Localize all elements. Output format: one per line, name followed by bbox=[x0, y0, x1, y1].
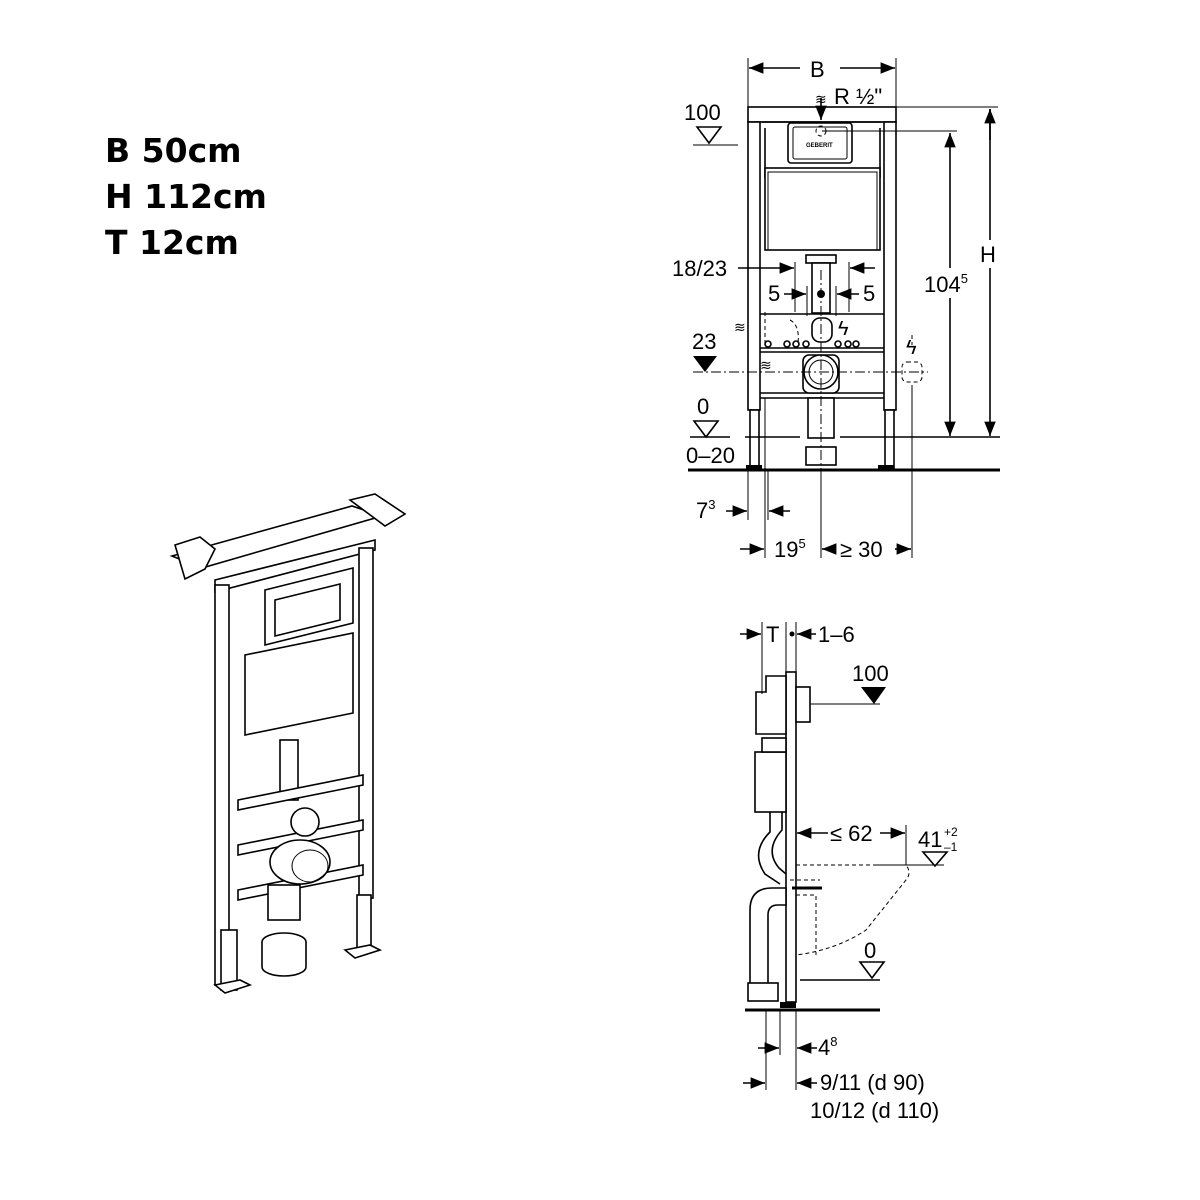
water-icon: ≋ bbox=[760, 357, 772, 373]
floor-range-label: 0–20 bbox=[686, 443, 735, 468]
water-connection-label: R ½" bbox=[834, 84, 882, 109]
level-41-tolerance-plus: +2 bbox=[944, 825, 958, 839]
electric-icon: ϟ bbox=[838, 318, 849, 340]
level-100-label: 100 bbox=[684, 100, 721, 125]
frame-top-rail bbox=[747, 106, 897, 123]
level-23-label: 23 bbox=[692, 329, 716, 354]
dim-18-23-label: 18/23 bbox=[672, 256, 727, 281]
side-view: T 1–6 100 ≤ 62 41 +2 –1 0 48 9/11 (d 90)… bbox=[740, 622, 958, 1123]
dim-62-label: ≤ 62 bbox=[830, 821, 873, 846]
water-icon: ≋ bbox=[734, 319, 746, 335]
left-upright bbox=[214, 584, 230, 986]
frame-left-post bbox=[747, 121, 761, 411]
side-level-0-label: 0 bbox=[864, 938, 876, 963]
spec-height: H 112cm bbox=[105, 177, 267, 216]
spec-width: B 50cm bbox=[105, 131, 242, 170]
frame-right-post bbox=[883, 121, 897, 411]
dim-30-label: ≥ 30 bbox=[840, 537, 883, 562]
dim-depth-label: T bbox=[766, 622, 779, 647]
drain-socket-3d bbox=[261, 942, 307, 977]
side-drain-socket bbox=[747, 982, 779, 1002]
electric-icon: ϟ bbox=[906, 337, 917, 359]
flush-plate bbox=[274, 582, 341, 638]
cistern-3d bbox=[244, 632, 354, 736]
dim-10-12-label: 10/12 (d 110) bbox=[810, 1098, 939, 1123]
dim-5-left-label: 5 bbox=[768, 281, 780, 306]
spec-list: B 50cm H 112cm T 12cm bbox=[105, 128, 267, 266]
frame-profile bbox=[785, 671, 797, 1003]
dim-4-label: 48 bbox=[818, 1034, 837, 1060]
left-foot bbox=[746, 465, 762, 469]
electric-box bbox=[901, 361, 923, 383]
left-leg bbox=[749, 409, 760, 469]
side-level-100-label: 100 bbox=[852, 661, 889, 686]
dim-19-label: 195 bbox=[774, 536, 806, 562]
drain-3d bbox=[269, 839, 331, 885]
brand-label: GEBERIT bbox=[806, 143, 833, 149]
dim-104-label: 1045 bbox=[924, 271, 968, 297]
cistern bbox=[764, 167, 881, 251]
front-view: GEBERIT ϟ ϟ ≋ ≋ ≋ bbox=[672, 57, 1002, 562]
dim-1-6-label: 1–6 bbox=[818, 622, 855, 647]
dim-5-right-label: 5 bbox=[863, 281, 875, 306]
right-foot bbox=[878, 465, 894, 469]
isometric-product-view bbox=[169, 493, 407, 994]
dim-9-11-label: 9/11 (d 90) bbox=[820, 1070, 925, 1095]
right-leg bbox=[884, 409, 895, 469]
level-0-label: 0 bbox=[697, 394, 709, 419]
dim-height-label: H bbox=[980, 242, 996, 267]
spec-depth: T 12cm bbox=[105, 223, 239, 262]
dim-7-label: 73 bbox=[696, 497, 715, 523]
right-upright bbox=[358, 547, 374, 899]
level-41-label: 41 bbox=[918, 827, 942, 852]
level-41-tolerance-minus: –1 bbox=[944, 840, 958, 854]
side-cistern bbox=[754, 751, 787, 813]
dim-width-label: B bbox=[810, 57, 825, 82]
side-actuator bbox=[795, 686, 811, 723]
actuator-plate bbox=[787, 122, 853, 164]
